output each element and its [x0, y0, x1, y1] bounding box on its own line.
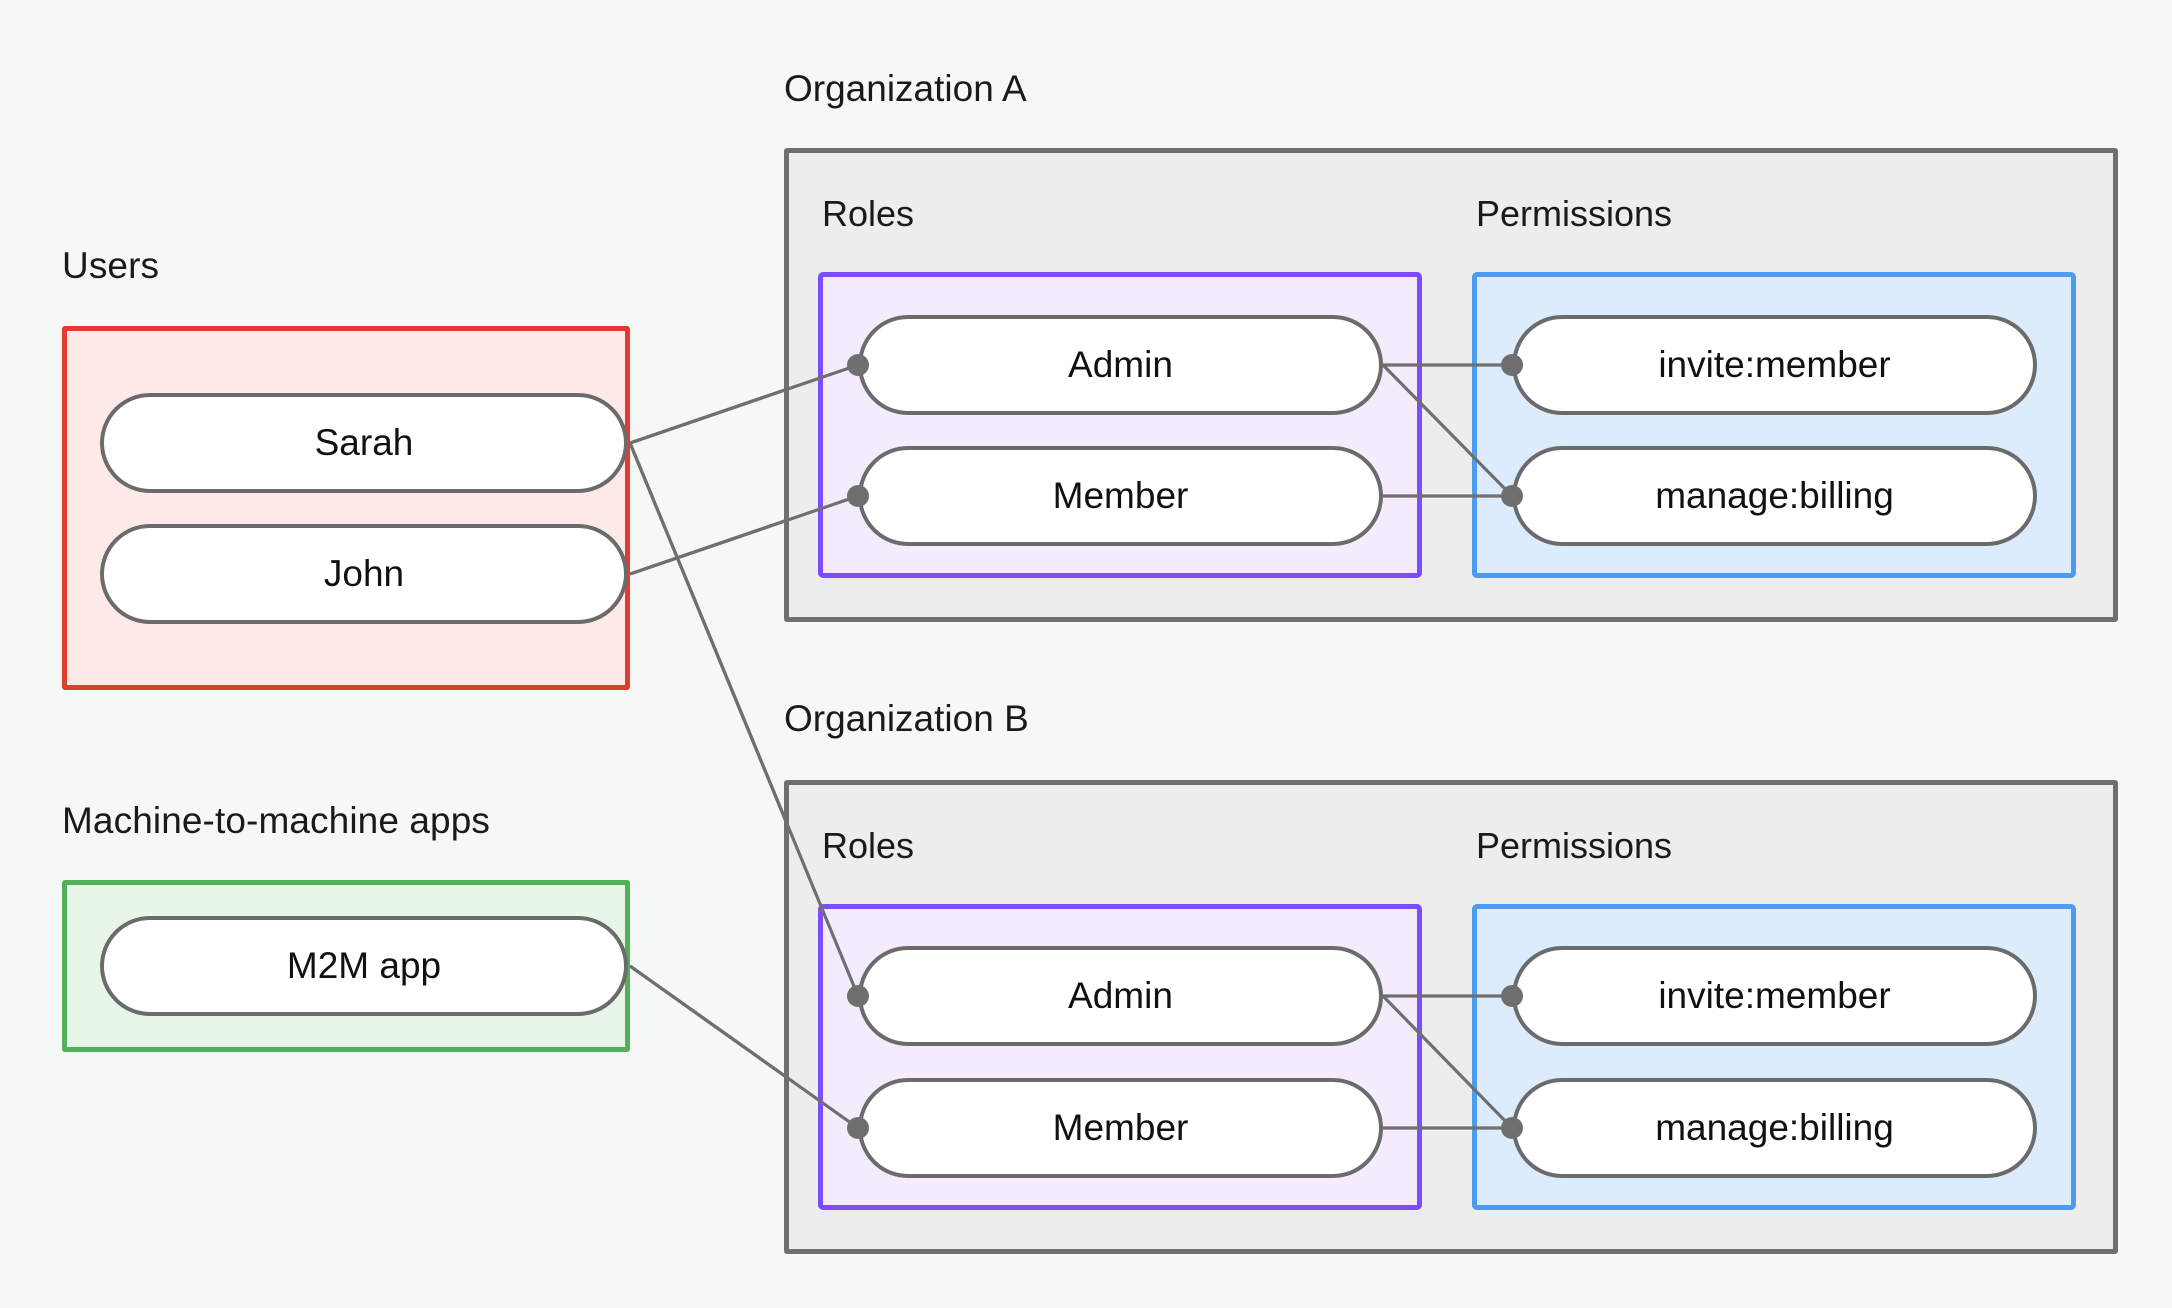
node-orgA-role-member[interactable]: Member [858, 446, 1383, 546]
node-orgB-perm-invite-member[interactable]: invite:member [1512, 946, 2037, 1046]
node-m2m-app[interactable]: M2M app [100, 916, 628, 1016]
node-orgB-role-admin[interactable]: Admin [858, 946, 1383, 1046]
users-group-title: Users [62, 245, 160, 286]
node-label: John [323, 553, 405, 594]
node-label: Admin [1068, 975, 1173, 1016]
organization-a-permissions-title: Permissions [1476, 193, 1673, 234]
node-label: manage:billing [1655, 1107, 1894, 1148]
node-label: Member [1052, 475, 1189, 516]
node-label: M2M app [286, 945, 442, 986]
organization-b-roles-title: Roles [822, 825, 915, 866]
node-label: invite:member [1658, 975, 1891, 1016]
node-label: Member [1052, 1107, 1189, 1148]
node-label: invite:member [1658, 344, 1891, 385]
node-orgA-perm-manage-billing[interactable]: manage:billing [1512, 446, 2037, 546]
node-user-sarah[interactable]: Sarah [100, 393, 628, 493]
node-label: Sarah [314, 422, 414, 463]
node-label: manage:billing [1655, 475, 1894, 516]
node-orgA-role-admin[interactable]: Admin [858, 315, 1383, 415]
node-orgB-role-member[interactable]: Member [858, 1078, 1383, 1178]
organization-b-permissions-title: Permissions [1476, 825, 1673, 866]
users-group-box [62, 326, 630, 690]
node-label: Admin [1068, 344, 1173, 385]
m2m-group-title: Machine-to-machine apps [62, 800, 491, 841]
organization-a-title: Organization A [784, 68, 1027, 109]
node-orgA-perm-invite-member[interactable]: invite:member [1512, 315, 2037, 415]
node-user-john[interactable]: John [100, 524, 628, 624]
organization-a-roles-title: Roles [822, 193, 915, 234]
node-orgB-perm-manage-billing[interactable]: manage:billing [1512, 1078, 2037, 1178]
organization-b-title: Organization B [784, 698, 1029, 739]
